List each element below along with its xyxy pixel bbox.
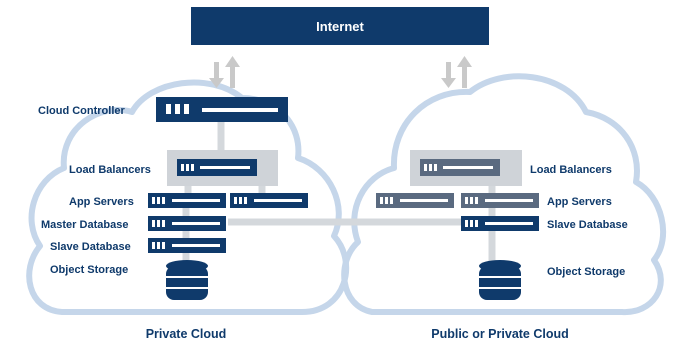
caption-private-cloud: Private Cloud [146,327,227,341]
label-object-storage-right: Object Storage [547,266,625,278]
label-slave-database-left: Slave Database [50,241,131,253]
label-slave-database-right: Slave Database [547,219,628,231]
public-slave-database-server [461,216,539,231]
public-app-server-1 [376,193,454,208]
caption-public-or-private-cloud: Public or Private Cloud [431,327,569,341]
private-cloud-outline [26,79,350,315]
public-object-storage-icon [479,260,521,300]
bidirectional-arrow-icon-right [441,56,472,88]
public-app-server-2 [461,193,539,208]
public-load-balancer [410,150,522,186]
master-database-server [148,216,226,231]
label-app-servers-right: App Servers [547,196,612,208]
private-slave-database-server [148,238,226,253]
internet-label: Internet [316,19,364,34]
private-load-balancer [167,150,278,186]
label-load-balancers-right: Load Balancers [530,164,612,176]
cloud-controller-server [156,97,288,122]
internet-banner [191,7,489,45]
label-master-database: Master Database [41,219,128,231]
label-load-balancers-left: Load Balancers [69,164,151,176]
private-app-server-2 [230,193,308,208]
bidirectional-arrow-icon-left [209,56,240,88]
label-app-servers-left: App Servers [69,196,134,208]
public-cloud-outline [341,73,667,316]
private-app-server-1 [148,193,226,208]
label-cloud-controller: Cloud Controller [38,105,125,117]
label-object-storage-left: Object Storage [50,264,128,276]
private-object-storage-icon [166,260,208,300]
